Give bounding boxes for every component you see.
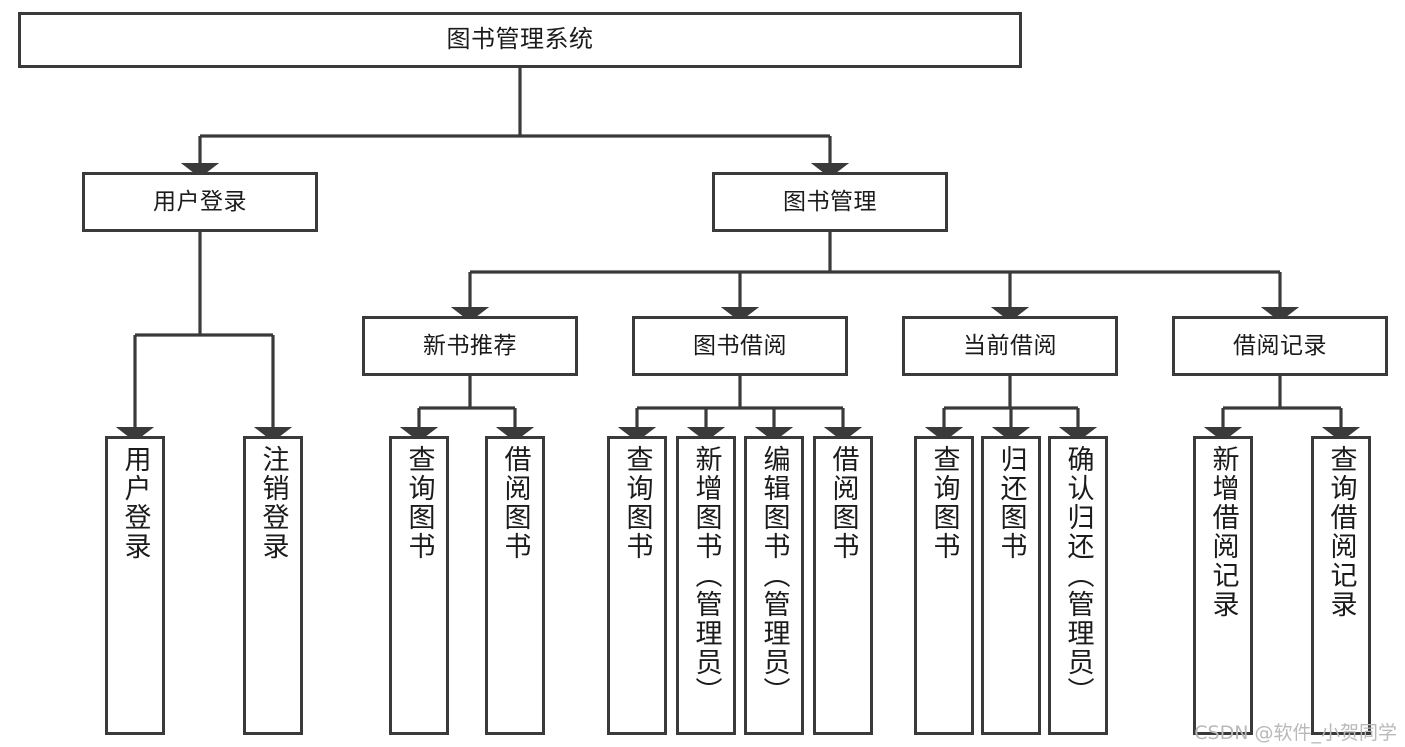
node-new-book-recommend[interactable]: 新书推荐: [362, 316, 578, 376]
node-label: 注销登录: [257, 445, 289, 561]
node-current-borrow[interactable]: 当前借阅: [902, 316, 1118, 376]
node-label: 借阅记录: [1233, 332, 1327, 359]
node-label: 查询图书: [928, 445, 960, 561]
node-book-borrow[interactable]: 图书借阅: [632, 316, 848, 376]
node-label: 查询借阅记录: [1325, 445, 1357, 619]
leaf-current-borrow-query-book[interactable]: 查询图书: [914, 436, 974, 735]
node-label: 确认归还（管理员）: [1062, 445, 1094, 706]
leaf-current-borrow-return-book[interactable]: 归还图书: [981, 436, 1041, 735]
leaf-book-borrow-edit-book-admin[interactable]: 编辑图书（管理员）: [744, 436, 804, 735]
leaf-new-book-borrow-book[interactable]: 借阅图书: [485, 436, 545, 735]
leaf-book-borrow-add-book-admin[interactable]: 新增图书（管理员）: [676, 436, 736, 735]
node-label: 图书借阅: [693, 332, 787, 359]
leaf-borrow-record-query-record[interactable]: 查询借阅记录: [1311, 436, 1371, 735]
leaf-book-borrow-query-book[interactable]: 查询图书: [607, 436, 667, 735]
leaf-book-borrow-borrow-book[interactable]: 借阅图书: [813, 436, 873, 735]
leaf-new-book-query-book[interactable]: 查询图书: [389, 436, 449, 735]
node-label: 用户登录: [153, 188, 247, 215]
node-label: 图书管理: [783, 188, 877, 215]
node-label: 当前借阅: [963, 332, 1057, 359]
node-label: 新增图书（管理员）: [690, 445, 722, 706]
leaf-borrow-record-add-record[interactable]: 新增借阅记录: [1193, 436, 1253, 735]
csdn-watermark: CSDN @软件_小贺同学: [1194, 722, 1397, 744]
node-label: 新书推荐: [423, 332, 517, 359]
node-root-book-management-system[interactable]: 图书管理系统: [18, 12, 1022, 68]
node-label: 编辑图书（管理员）: [758, 445, 790, 706]
node-label: 用户登录: [119, 445, 151, 561]
node-label: 新增借阅记录: [1207, 445, 1239, 619]
node-label: 借阅图书: [827, 445, 859, 561]
node-book-management[interactable]: 图书管理: [712, 172, 948, 232]
node-label: 图书管理系统: [446, 25, 594, 54]
node-label: 查询图书: [621, 445, 653, 561]
leaf-current-borrow-confirm-return-admin[interactable]: 确认归还（管理员）: [1048, 436, 1108, 735]
node-label: 借阅图书: [499, 445, 531, 561]
node-borrow-record[interactable]: 借阅记录: [1172, 316, 1388, 376]
node-label: 查询图书: [403, 445, 435, 561]
leaf-user-login-login[interactable]: 用户登录: [105, 436, 165, 735]
leaf-user-login-logout[interactable]: 注销登录: [243, 436, 303, 735]
node-label: 归还图书: [995, 445, 1027, 561]
node-user-login[interactable]: 用户登录: [82, 172, 318, 232]
